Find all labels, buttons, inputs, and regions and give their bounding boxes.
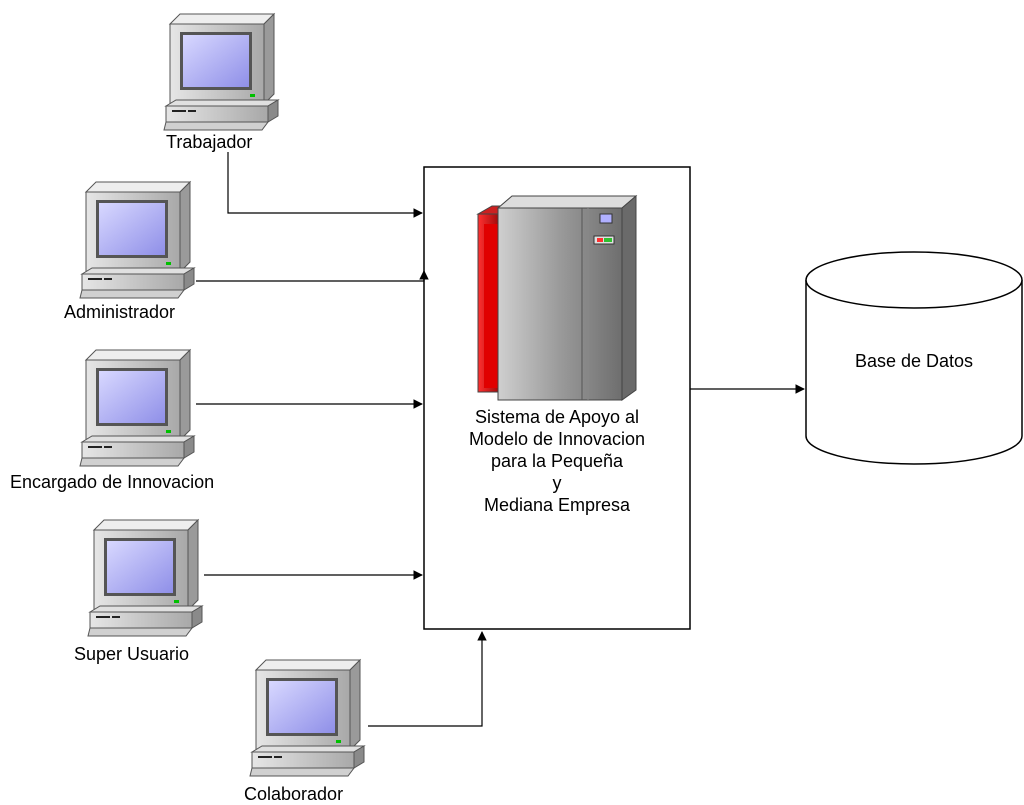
client-label-super-usuario: Super Usuario — [74, 644, 190, 664]
connector-colaborador — [368, 631, 487, 727]
system-label-line: para la Pequeña — [490, 451, 624, 471]
desktop-computer-icon — [79, 348, 196, 467]
system-label-line: Modelo de Innovacion — [468, 429, 646, 449]
desktop-computer-icon — [87, 518, 204, 637]
desktop-computer-icon — [79, 180, 196, 299]
client-label-trabajador: Trabajador — [166, 132, 253, 152]
client-label-encargado: Encargado de Innovacion — [10, 472, 215, 492]
system-label: Sistema de Apoyo al Modelo de Innovacion… — [424, 406, 690, 516]
connector-trabajador — [227, 152, 423, 218]
desktop-computer-icon — [249, 658, 366, 777]
desktop-computer-icon — [163, 12, 280, 131]
client-label-colaborador: Colaborador — [244, 784, 344, 804]
client-label-administrador: Administrador — [64, 302, 176, 322]
database-label: Base de Datos — [854, 351, 974, 371]
connector-administrador — [196, 270, 429, 282]
system-label-line: Sistema de Apoyo al — [474, 407, 640, 427]
connectors — [196, 152, 805, 727]
server-cabinet-icon — [476, 194, 638, 401]
database-cylinder-icon — [805, 251, 1023, 465]
system-label-line: Mediana Empresa — [483, 495, 631, 515]
system-label-line: y — [552, 473, 562, 493]
